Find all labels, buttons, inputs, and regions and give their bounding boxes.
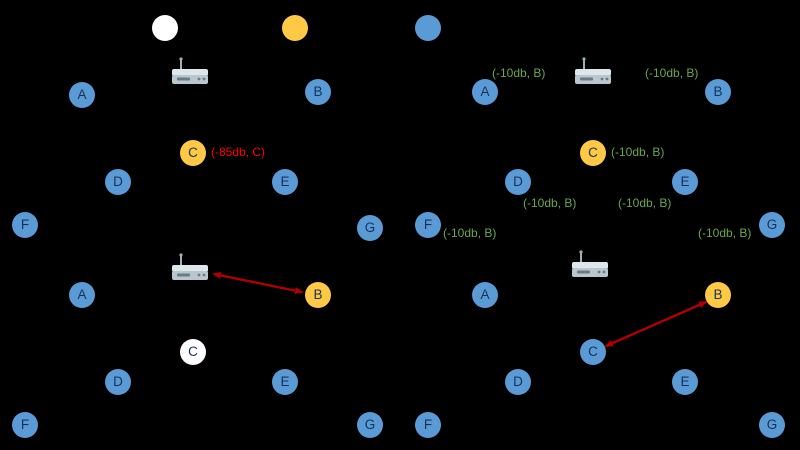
node-g-bottom-left: G [357, 412, 383, 438]
node-d-top-left: D [105, 169, 131, 195]
node-e-bottom-right: E [672, 369, 698, 395]
node-a-bottom-left: A [69, 282, 95, 308]
router-glyph [172, 253, 208, 280]
signal-arrow-bottom-right [604, 300, 708, 348]
node-g-top-left: G [357, 215, 383, 241]
router-glyph [575, 57, 611, 84]
router-glyph [172, 57, 208, 84]
node-c-top-left: C [180, 140, 206, 166]
router-icon-bottom-left [169, 253, 211, 285]
node-c-bottom-left: C [180, 339, 206, 365]
node-d-bottom-left: D [105, 369, 131, 395]
node-c-top-right: C [580, 140, 606, 166]
node-f-bottom-right: F [415, 412, 441, 438]
node-b-top-left: B [305, 79, 331, 105]
node-e-top-right: E [672, 169, 698, 195]
router-icon-bottom-right [569, 250, 611, 282]
node-e-bottom-left: E [272, 369, 298, 395]
signal-arrow-bottom-left [212, 271, 304, 295]
node-a-bottom-right: A [472, 282, 498, 308]
node-d-top-right: D [505, 169, 531, 195]
legend-yellow-circle [282, 15, 308, 41]
router-icon-top-right [572, 57, 614, 89]
signal-label-top-right-6: (-10db, B) [698, 226, 752, 240]
node-b-top-right: B [705, 79, 731, 105]
signal-label-top-left-0: (-85db, C) [211, 145, 266, 159]
signal-label-top-right-3: (-10db, B) [523, 196, 577, 210]
legend-white-circle [152, 15, 178, 41]
signal-label-top-right-4: (-10db, B) [618, 196, 672, 210]
node-b-bottom-left: B [305, 282, 331, 308]
node-g-bottom-right: G [759, 412, 785, 438]
node-f-top-right: F [415, 212, 441, 238]
signal-label-top-right-1: (-10db, B) [645, 66, 699, 80]
signal-label-top-right-5: (-10db, B) [443, 226, 497, 240]
signal-label-top-right-2: (-10db, B) [611, 145, 665, 159]
node-c-bottom-right: C [580, 339, 606, 365]
node-g-top-right: G [759, 212, 785, 238]
node-e-top-left: E [272, 169, 298, 195]
node-f-bottom-left: F [12, 412, 38, 438]
signal-label-top-right-0: (-10db, B) [492, 66, 546, 80]
node-a-top-right: A [472, 79, 498, 105]
node-f-top-left: F [12, 212, 38, 238]
router-icon-top-left [169, 57, 211, 89]
legend-blue-circle [415, 15, 441, 41]
node-d-bottom-right: D [505, 369, 531, 395]
router-glyph [572, 250, 608, 277]
node-a-top-left: A [69, 82, 95, 108]
node-b-bottom-right: B [705, 282, 731, 308]
